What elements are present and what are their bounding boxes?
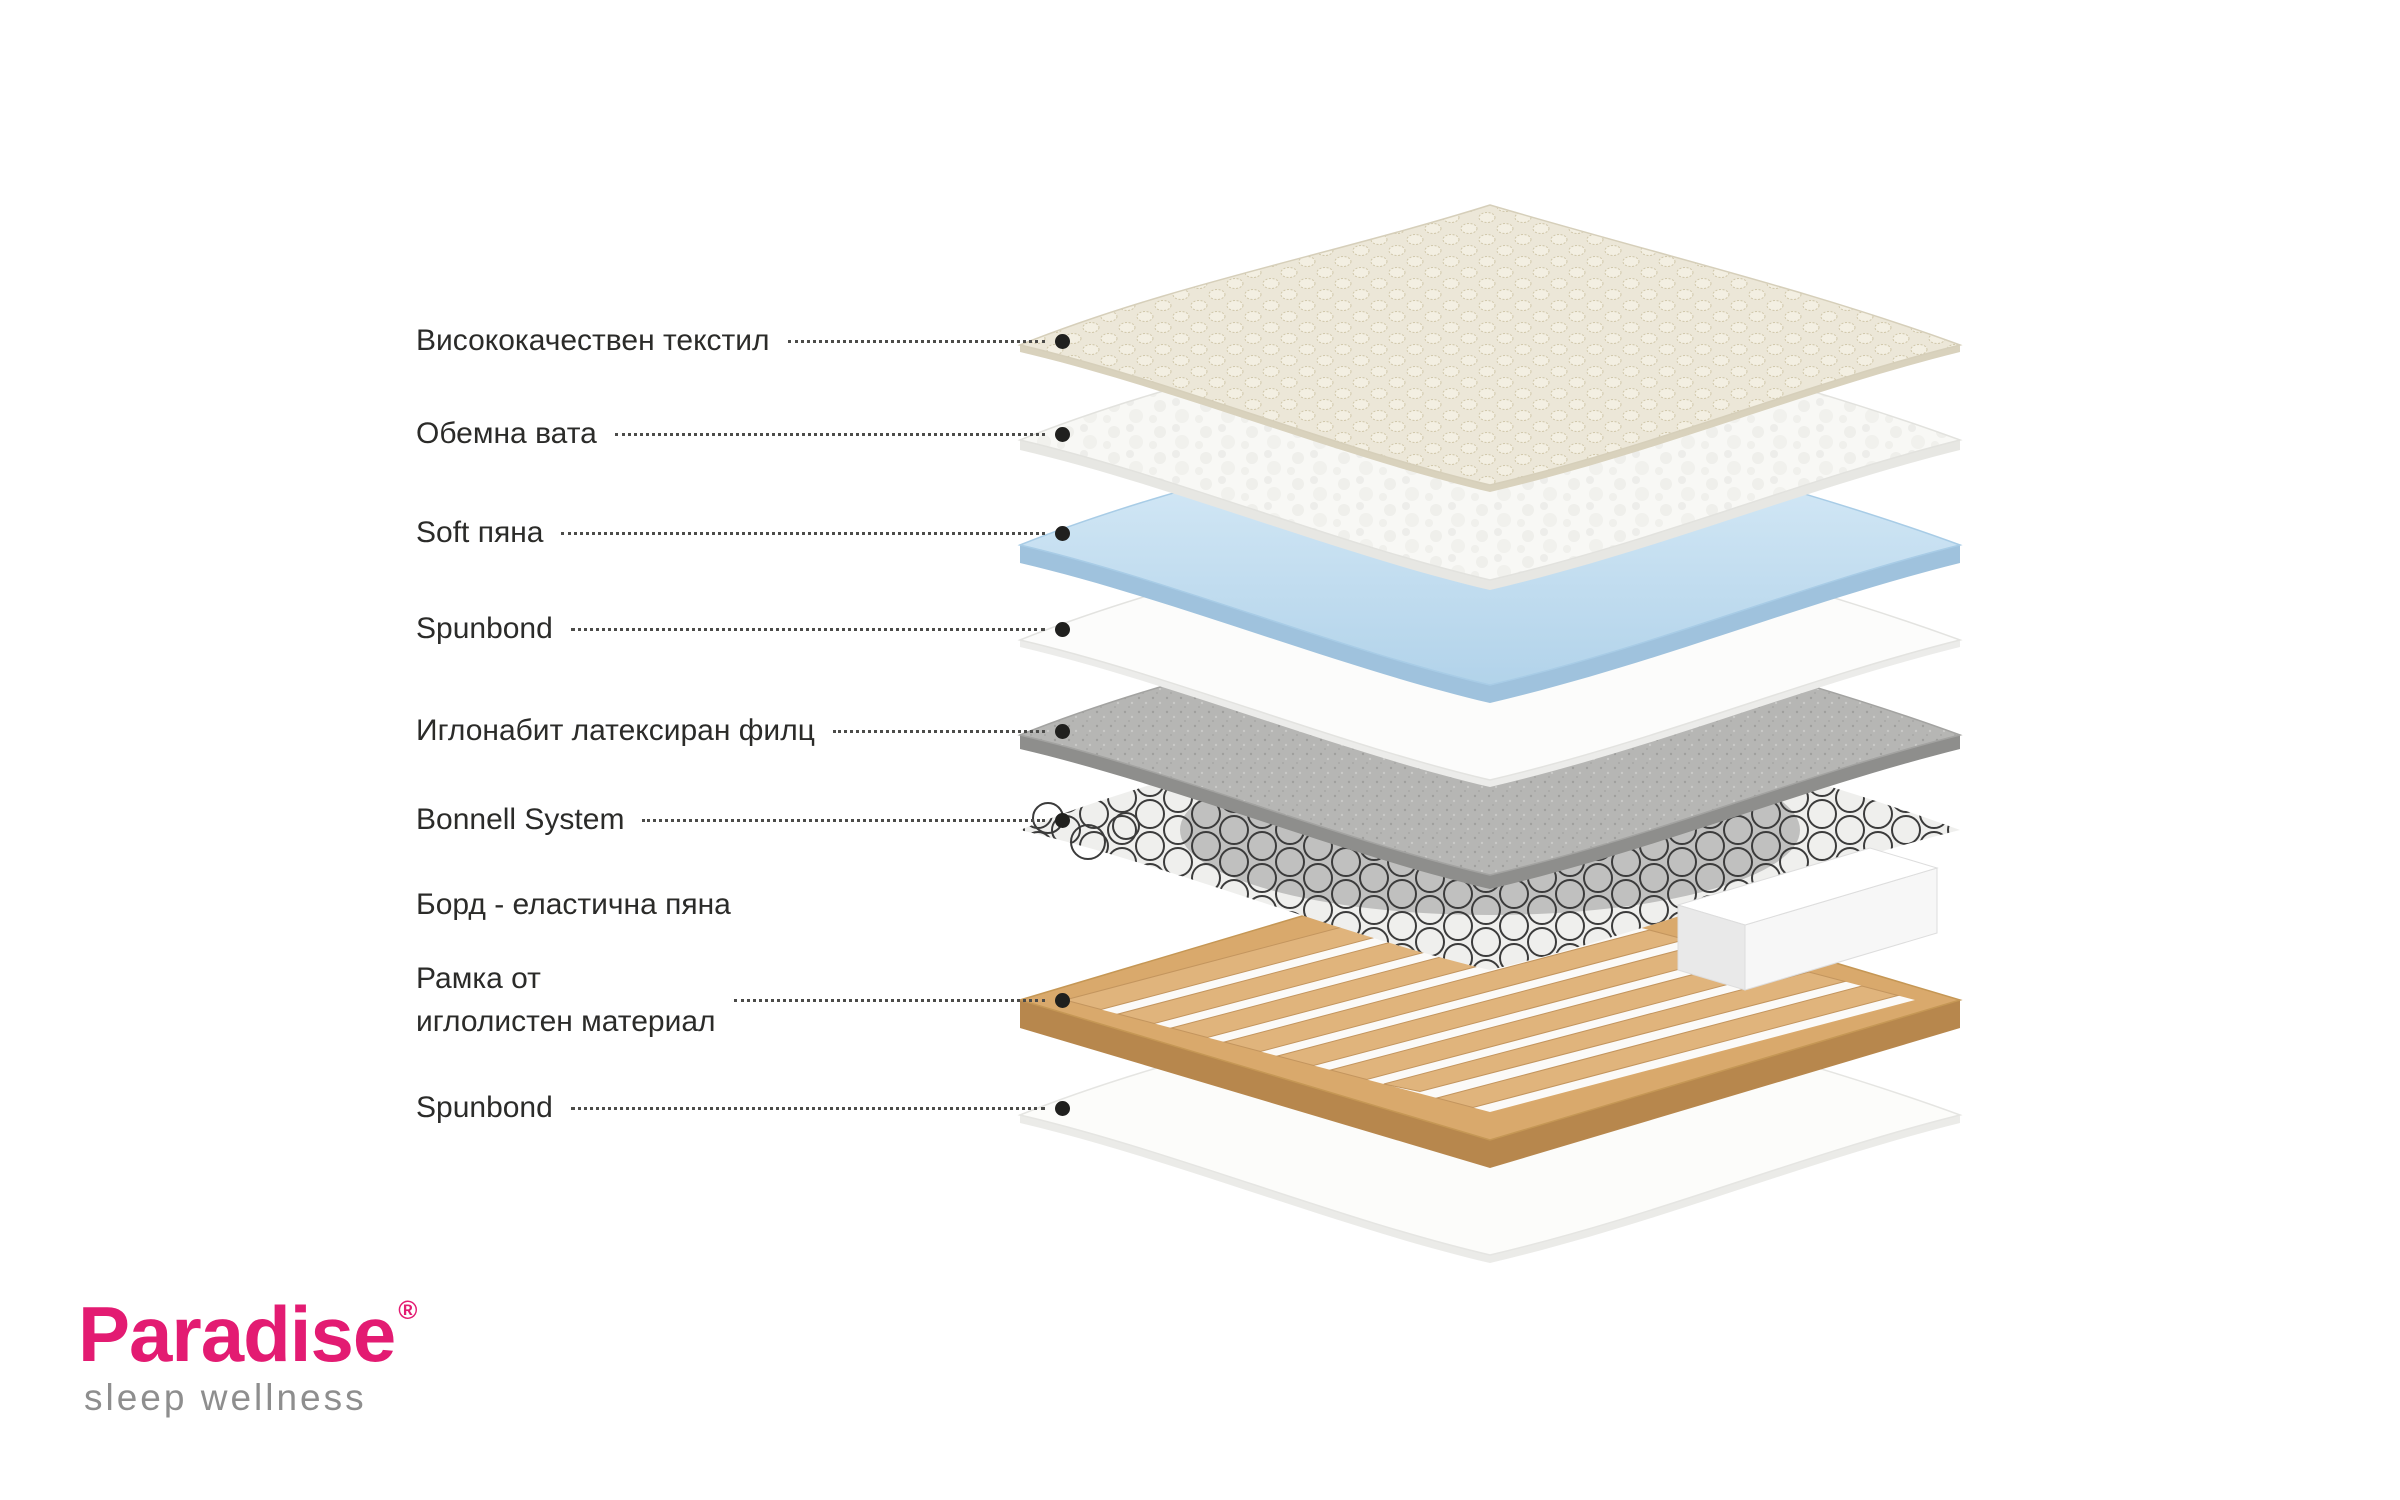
layer-side-board-graphic	[1676, 847, 1939, 991]
label-row-textile: Висококачествен текстил	[416, 318, 1070, 364]
brand-name: Paradise®	[78, 1295, 417, 1373]
layer-label-bonnell: Bonnell System	[416, 803, 625, 837]
leader-line	[642, 818, 1045, 822]
brand-tagline: sleep wellness	[84, 1377, 367, 1418]
label-row-latex-felt: Иглонабит латексиран филц	[416, 708, 1070, 754]
brand-logo: Paradise® sleep wellness	[78, 1295, 417, 1419]
leader-dot	[1055, 812, 1070, 828]
leader-line	[561, 531, 1045, 535]
layer-label-wooden-frame: Рамка от иглолистен материал	[416, 961, 716, 1039]
layer-label-wadding: Обемна вата	[416, 417, 597, 451]
label-row-spunbond-top: Spunbond	[416, 606, 1070, 652]
layer-label-spunbond-bottom: Spunbond	[416, 1091, 553, 1125]
layer-label-soft-foam: Soft пяна	[416, 516, 544, 550]
leader-line	[787, 339, 1045, 343]
label-row-bonnell: Bonnell System	[416, 797, 1070, 843]
brand-name-text: Paradise	[78, 1290, 396, 1378]
leader-line	[832, 729, 1045, 733]
leader-dot	[1055, 525, 1070, 541]
leader-line	[570, 627, 1045, 631]
leader-dot	[1055, 426, 1070, 442]
leader-dot	[1055, 333, 1070, 349]
leader-dot	[1055, 723, 1070, 739]
layer-label-latex-felt: Иглонабит латексиран филц	[416, 714, 815, 748]
leader-dot	[1055, 1100, 1070, 1116]
layer-label-side-board: Борд - еластична пяна	[416, 888, 731, 922]
label-row-spunbond-bottom: Spunbond	[416, 1085, 1070, 1131]
leader-line	[570, 1106, 1045, 1110]
layer-label-textile: Висококачествен текстил	[416, 324, 770, 358]
label-row-side-board: Борд - еластична пяна	[416, 882, 1070, 928]
mattress-layer-stack	[1017, 204, 1963, 1263]
layer-label-spunbond-top: Spunbond	[416, 612, 553, 646]
label-row-wadding: Обемна вата	[416, 411, 1070, 457]
label-row-wooden-frame: Рамка от иглолистен материал	[416, 948, 1070, 1052]
registered-mark-icon: ®	[398, 1295, 417, 1325]
leader-dot	[1055, 992, 1070, 1008]
layer-quilted-textile-graphic	[1017, 204, 1963, 492]
leader-line	[614, 432, 1045, 436]
leader-line	[733, 998, 1045, 1002]
leader-dot	[1055, 621, 1070, 637]
label-row-soft-foam: Soft пяна	[416, 510, 1070, 556]
